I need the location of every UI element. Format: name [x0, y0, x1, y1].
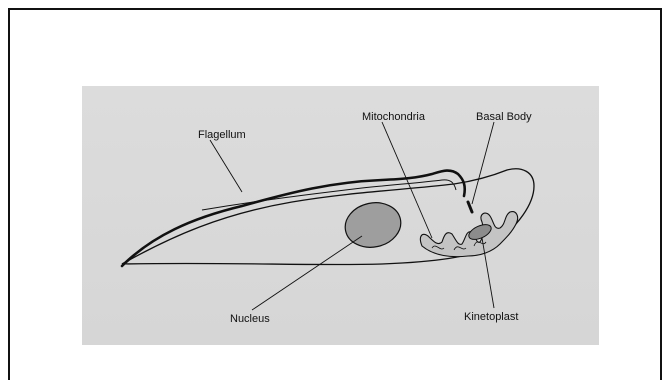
kinetoplast-label: Kinetoplast [464, 311, 518, 323]
nucleus-label: Nucleus [230, 313, 270, 325]
nucleus-leader [252, 236, 362, 310]
basal-body-leader [472, 122, 494, 204]
flagellum-label: Flagellum [198, 129, 246, 141]
diagram-canvas: Flagellum Mitochondria Basal Body Nucleu… [82, 86, 599, 345]
mitochondria-label: Mitochondria [362, 111, 426, 123]
flagellum-leader [210, 140, 242, 192]
basal-body-shape [468, 202, 472, 212]
flagellum-line [122, 171, 465, 266]
trypanosome-diagram: Flagellum Mitochondria Basal Body Nucleu… [82, 86, 599, 345]
basal-body-label: Basal Body [476, 111, 532, 123]
